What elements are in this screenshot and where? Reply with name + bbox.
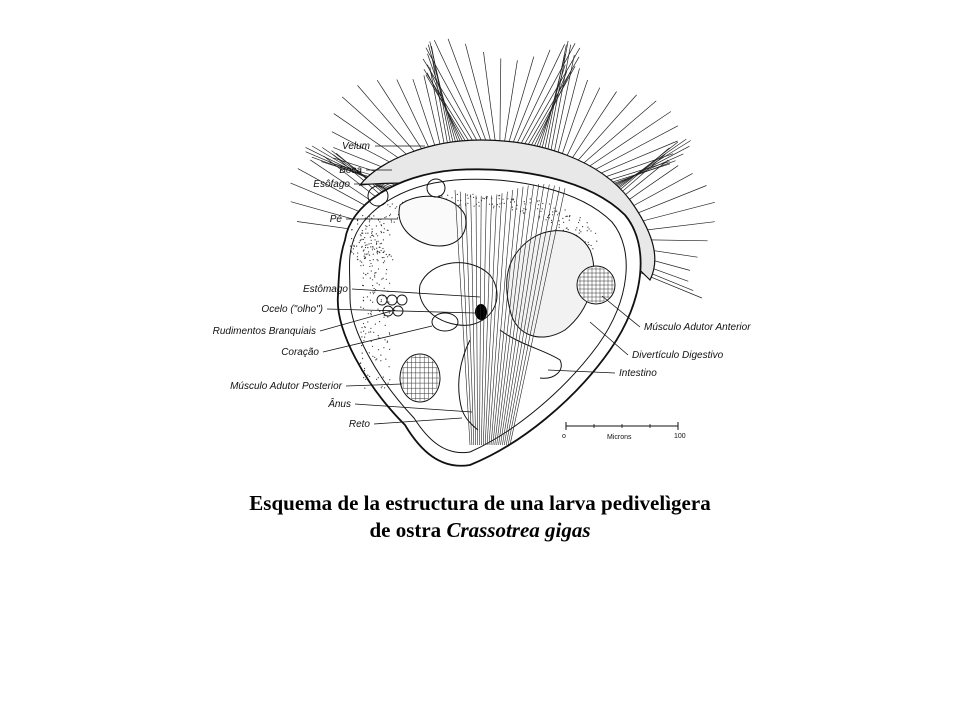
scale-bar: o Microns 100 [562, 422, 686, 441]
label-esofago: Esôfago [313, 179, 350, 190]
label-diverticulo: Divertículo Digestivo [632, 350, 724, 361]
label-rudimentos: Rudimentos Branquiais [213, 326, 316, 337]
label-intestino: Intestino [619, 368, 657, 379]
heart-shape [431, 312, 459, 332]
digestive-diverticulum [506, 230, 595, 338]
esophagus-lobe [426, 178, 446, 198]
posterior-adductor-muscle [399, 353, 441, 403]
anterior-adductor-muscle [576, 265, 616, 305]
scale-unit: Microns [607, 434, 632, 441]
label-musculo-posterior: Músculo Adutor Posterior [230, 381, 343, 392]
caption-species: Crassotrea gigas [446, 518, 591, 542]
figure-caption: Esquema de la estructura de una larva pe… [0, 490, 960, 544]
label-pe: Pé [330, 214, 343, 225]
caption-line-2: de ostra Crassotrea gigas [0, 517, 960, 544]
scale-end: 100 [674, 433, 686, 440]
label-estomago: Estômago [303, 284, 348, 295]
stomach-shape [419, 262, 498, 326]
label-anus: Ânus [327, 397, 351, 410]
label-reto: Reto [349, 419, 371, 430]
label-boca: Boca [339, 165, 362, 176]
label-coracao: Coração [281, 347, 319, 358]
shell-inner-outline [349, 178, 627, 454]
label-velum: Velum [342, 141, 370, 152]
scale-start: o [562, 433, 566, 440]
intestine-shape [499, 329, 562, 379]
leader-lines [319, 145, 641, 425]
larva-diagram: Velum Boca Esôfago Pé Estômago Ocelo ("o… [213, 38, 751, 467]
rectum-shape [458, 339, 479, 431]
shell-outline [336, 168, 642, 467]
retractor-fibers [454, 184, 566, 446]
label-ocelo: Ocelo ("olho") [261, 304, 323, 315]
caption-line-1: Esquema de la estructura de una larva pe… [249, 491, 711, 515]
caption-line-2-prefix: de ostra [369, 518, 447, 542]
mouth-lobe [367, 185, 389, 207]
label-musculo-anterior: Músculo Adutor Anterior [644, 322, 751, 333]
